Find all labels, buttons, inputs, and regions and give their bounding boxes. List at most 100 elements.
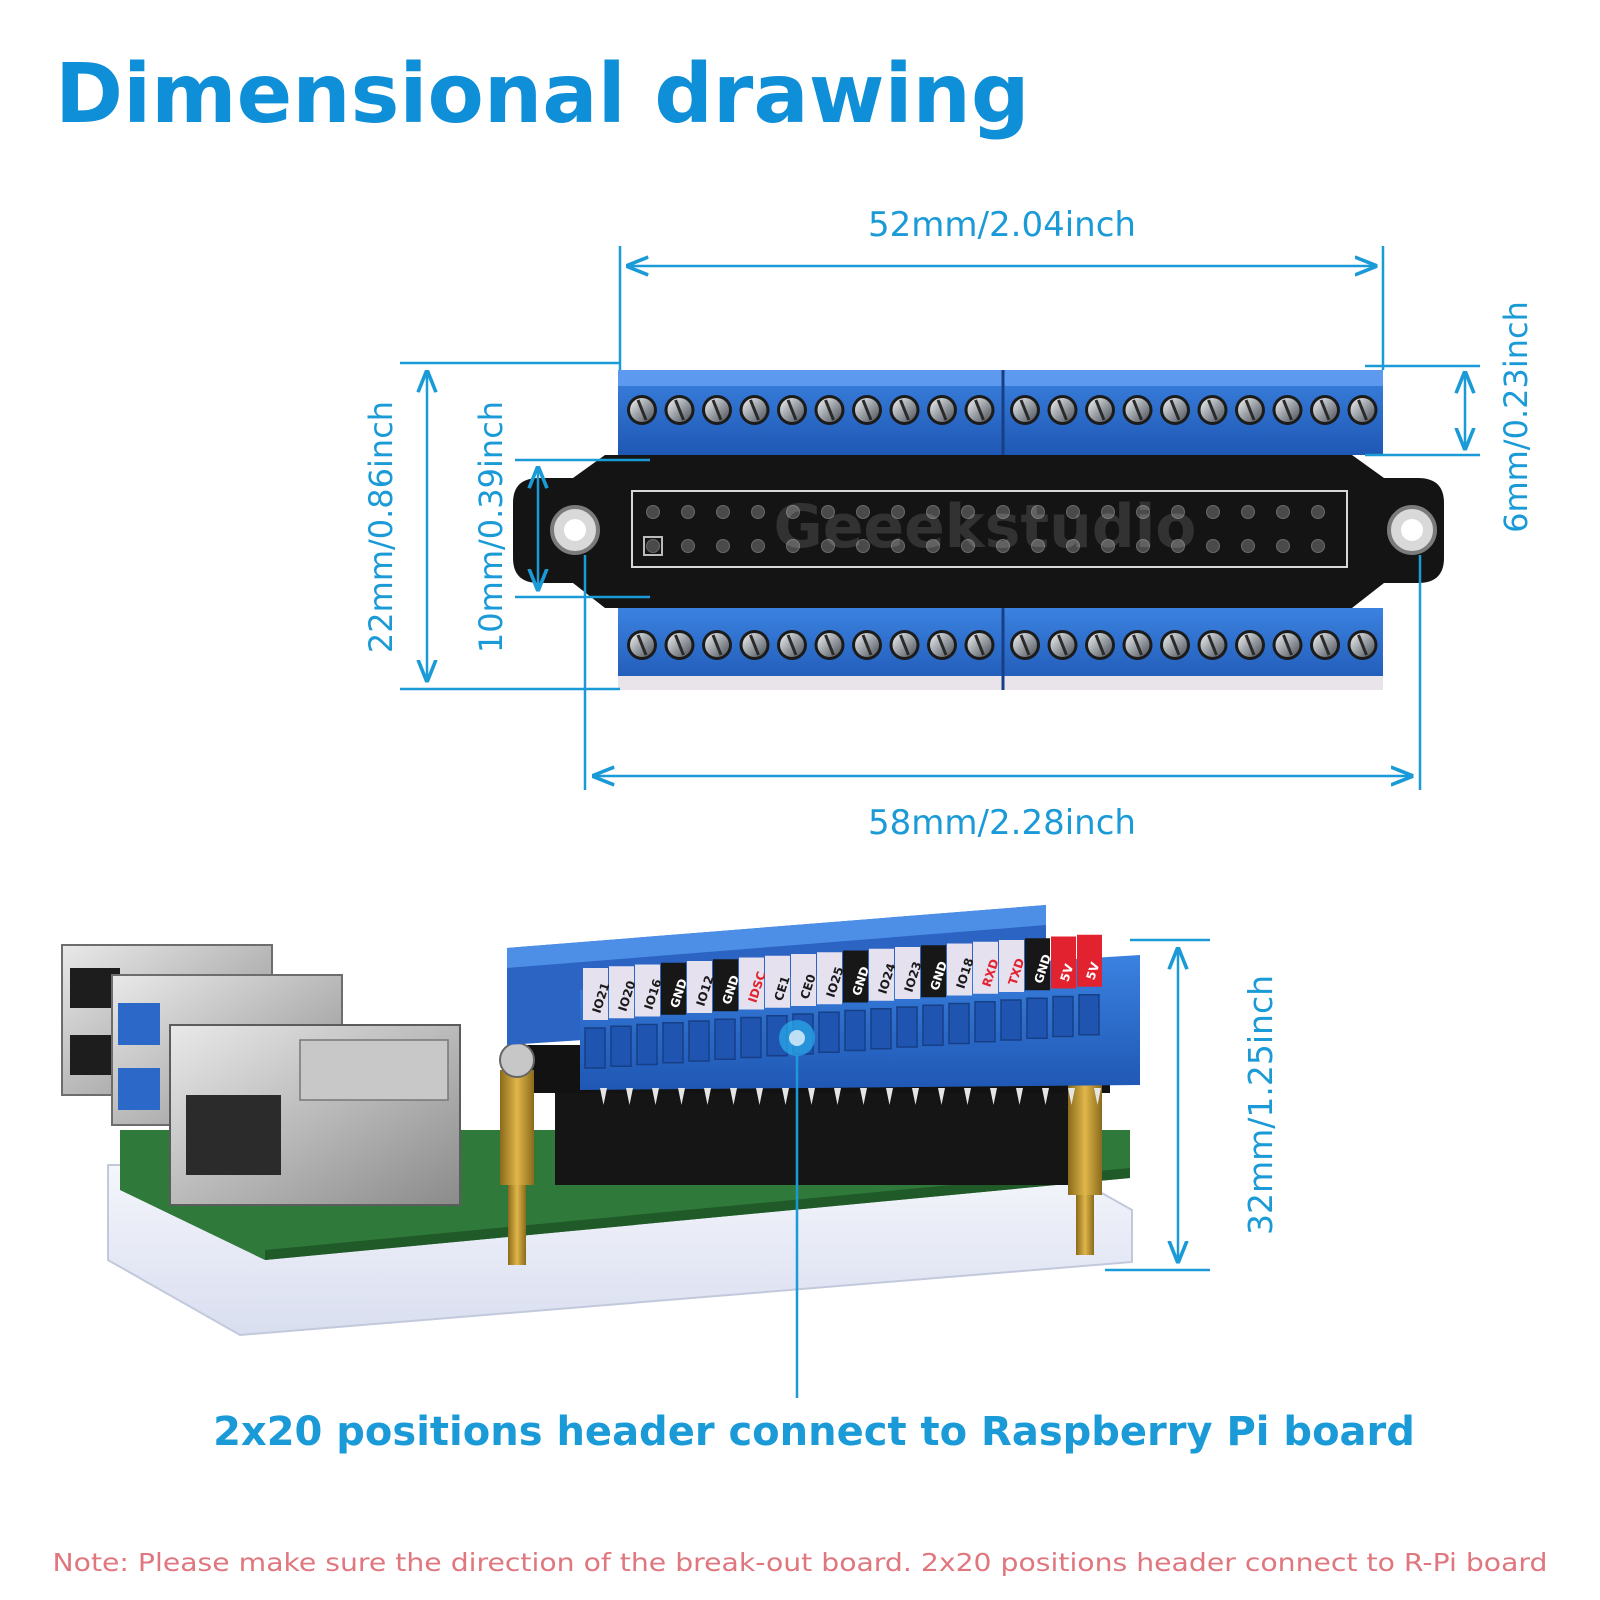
terminal-screw bbox=[814, 630, 845, 660]
header-pin bbox=[1016, 1088, 1023, 1105]
header-pin-hole bbox=[961, 539, 975, 553]
header-pins bbox=[643, 505, 1325, 556]
pin-label: IO23 bbox=[895, 947, 925, 1048]
pin-label: GND bbox=[843, 950, 872, 1052]
header-pin-hole bbox=[856, 539, 870, 553]
stacking-header bbox=[555, 1090, 1095, 1185]
header-pin bbox=[600, 1088, 607, 1105]
svg-text:5V: 5V bbox=[1084, 960, 1103, 982]
header-pin bbox=[860, 1088, 867, 1105]
pin-label: TXD bbox=[999, 940, 1027, 1041]
breakout-pins bbox=[600, 1088, 1101, 1105]
pin-label: IO20 bbox=[609, 966, 639, 1067]
header-pin-hole bbox=[786, 539, 800, 553]
ethernet-port bbox=[169, 1024, 461, 1206]
terminal-screw bbox=[1197, 395, 1228, 425]
header-pin bbox=[782, 1088, 789, 1105]
pin-label: IO16 bbox=[635, 964, 665, 1066]
header-pin-hole bbox=[751, 539, 765, 553]
header-pin bbox=[834, 1088, 841, 1105]
header-pin-hole bbox=[926, 539, 940, 553]
pin-label: IO21 bbox=[583, 968, 613, 1069]
header-pin-hole bbox=[646, 539, 660, 553]
pin-label: RXD bbox=[973, 941, 1002, 1043]
header-pin bbox=[730, 1088, 737, 1105]
header-pin-hole bbox=[1171, 539, 1185, 553]
header-pin-hole bbox=[681, 505, 695, 519]
pin-label: IO18 bbox=[947, 943, 977, 1045]
dimension-lines-side bbox=[1105, 938, 1210, 1272]
header-pin bbox=[626, 1088, 633, 1105]
header-pin bbox=[704, 1088, 711, 1105]
header-pin bbox=[1094, 1088, 1101, 1105]
header-pin-hole bbox=[1206, 505, 1220, 519]
header-pin bbox=[938, 1088, 945, 1105]
terminal-screw bbox=[964, 630, 995, 660]
header-pin-hole bbox=[1206, 539, 1220, 553]
terminal-screw bbox=[1160, 630, 1190, 660]
terminal-screw bbox=[777, 395, 807, 425]
terminal-screw bbox=[1272, 630, 1303, 660]
header-pin bbox=[1068, 1088, 1075, 1105]
terminal-screw bbox=[1122, 630, 1153, 660]
terminal-height-label: 6mm/0.23inch bbox=[1497, 301, 1535, 533]
pin-label: IDSC bbox=[739, 957, 769, 1059]
orientation-note: Note: Please make sure the direction of … bbox=[53, 1548, 1548, 1577]
header-pin bbox=[756, 1088, 763, 1105]
terminal-screw bbox=[1047, 630, 1078, 660]
terminal-screw bbox=[1047, 395, 1078, 425]
header-caption: 2x20 positions header connect to Raspber… bbox=[213, 1409, 1415, 1455]
stack-height-label: 32mm/1.25inch bbox=[1241, 975, 1280, 1235]
terminal-screws-lower bbox=[627, 630, 1378, 660]
pin-label: IO25 bbox=[817, 952, 847, 1053]
terminal-screw bbox=[739, 630, 770, 660]
dimension-lines-top bbox=[400, 246, 1480, 790]
header-pin-hole bbox=[1276, 539, 1290, 553]
header-pin-hole bbox=[1311, 539, 1325, 553]
header-pin-hole bbox=[1241, 539, 1255, 553]
top-view-board: Geeekstudio bbox=[513, 370, 1444, 690]
header-pin-hole bbox=[716, 505, 730, 519]
header-pin-hole bbox=[646, 505, 660, 519]
terminal-screw bbox=[627, 395, 657, 425]
pin-label: GND bbox=[921, 945, 950, 1046]
header-pin-hole bbox=[996, 539, 1010, 553]
header-pin-hole bbox=[1276, 505, 1290, 519]
terminal-screw bbox=[1347, 630, 1378, 660]
terminal-screw bbox=[814, 395, 845, 425]
height-total-label: 22mm/0.86inch bbox=[362, 401, 400, 653]
watermark-text: Geeekstudio bbox=[773, 492, 1196, 562]
header-pin-hole bbox=[1101, 539, 1115, 553]
svg-text:5V: 5V bbox=[1058, 962, 1077, 984]
pin-label: GND bbox=[713, 959, 742, 1060]
terminal-screw bbox=[1310, 395, 1340, 425]
header-pin-hole bbox=[821, 539, 835, 553]
terminal-screw bbox=[964, 395, 995, 425]
header-pin-hole bbox=[1101, 505, 1115, 519]
pin-header-outline bbox=[631, 490, 1348, 568]
header-pin-hole bbox=[1031, 539, 1045, 553]
terminal-screw bbox=[777, 630, 807, 660]
terminal-screw bbox=[1310, 630, 1340, 660]
header-pin-hole bbox=[1066, 505, 1080, 519]
pin1-marker bbox=[643, 536, 663, 556]
pcb-top-view bbox=[513, 455, 1444, 608]
terminal-screws-upper bbox=[627, 395, 1378, 425]
header-pin-hole bbox=[891, 539, 905, 553]
header-pin-hole bbox=[996, 505, 1010, 519]
header-pin bbox=[964, 1088, 971, 1105]
terminal-screw bbox=[1010, 630, 1040, 660]
header-pin-hole bbox=[856, 505, 870, 519]
terminal-screw bbox=[1122, 395, 1153, 425]
header-pin-hole bbox=[1136, 505, 1150, 519]
terminal-screw bbox=[1085, 395, 1115, 425]
terminal-screw bbox=[1235, 630, 1265, 660]
pin-label: 5V bbox=[1077, 934, 1103, 1036]
pin-label: IO12 bbox=[687, 961, 717, 1062]
terminal-screw bbox=[927, 630, 957, 660]
header-pin bbox=[652, 1088, 659, 1105]
terminal-screw bbox=[702, 630, 732, 660]
header-height-label: 10mm/0.39inch bbox=[472, 401, 510, 653]
